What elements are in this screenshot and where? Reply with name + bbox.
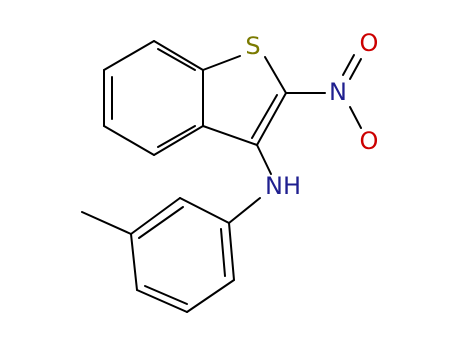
bond (256, 92, 287, 146)
bond (130, 233, 138, 291)
bond (264, 56, 287, 94)
bond (103, 40, 155, 71)
double-bond-inner (157, 125, 196, 148)
double-bond-inner (144, 285, 188, 305)
bond (228, 222, 235, 281)
nitro-nitrogen-label: N (329, 78, 347, 106)
thiophene-ring (202, 55, 287, 146)
bond (130, 197, 181, 235)
bond (103, 125, 155, 156)
amine-label: NH (265, 172, 301, 200)
double-bond-outer (342, 54, 355, 76)
bond (136, 289, 188, 313)
bond (349, 58, 362, 80)
bond (153, 40, 204, 71)
double-bond-inner (220, 228, 226, 277)
sulfur-label: S (245, 32, 260, 60)
tolyl-ring (81, 197, 235, 313)
bond (186, 279, 235, 313)
nitro-oxygen-bottom-label: O (360, 127, 379, 155)
bond (202, 125, 258, 146)
bond (228, 197, 261, 224)
bond (179, 197, 230, 224)
bond (349, 106, 362, 129)
double-bond-inner (157, 48, 196, 71)
bond (153, 125, 204, 156)
nitro-group (285, 54, 362, 129)
nitro-oxygen-top-label: O (360, 29, 379, 57)
bond (256, 144, 272, 175)
methyl-bond (81, 211, 132, 235)
double-bond-inner (251, 94, 278, 139)
bond (202, 55, 241, 71)
double-bond-inner (138, 206, 184, 239)
fused-benzene-ring (103, 40, 204, 156)
amine-linkage (228, 144, 272, 224)
